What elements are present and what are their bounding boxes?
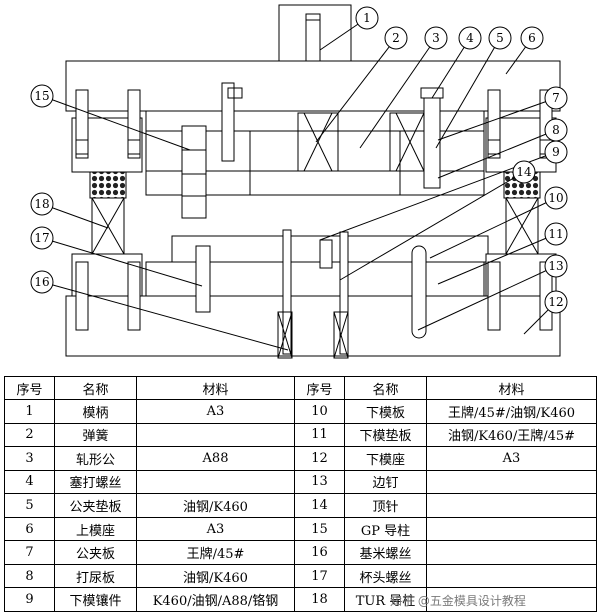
table-cell: 13 bbox=[294, 469, 345, 495]
table-cell: 17 bbox=[294, 563, 345, 589]
table-cell: A3 bbox=[136, 399, 295, 424]
table-cell bbox=[426, 563, 597, 589]
table-cell: 12 bbox=[294, 446, 345, 471]
table-cell: 杯头螺丝 bbox=[344, 563, 427, 589]
table-cell: 油钢/K460 bbox=[136, 563, 295, 589]
table-cell: 上模座 bbox=[54, 516, 137, 542]
callout-9: 9 bbox=[552, 145, 560, 159]
table-cell: 油钢/K460/王牌/45# bbox=[426, 422, 597, 448]
table-cell bbox=[426, 469, 597, 495]
stripper-bolt bbox=[423, 87, 441, 189]
callout-5: 5 bbox=[496, 31, 504, 45]
table-cell: 16 bbox=[294, 540, 345, 565]
table-cell: 1 bbox=[4, 399, 55, 424]
callout-15: 15 bbox=[34, 89, 49, 103]
table-cell bbox=[426, 540, 597, 565]
spring-area bbox=[297, 112, 339, 172]
table-cell: 打尿板 bbox=[54, 563, 137, 589]
table-cell: 公夹垫板 bbox=[54, 493, 137, 518]
callout-17: 17 bbox=[34, 231, 49, 245]
table-cell: 公夹板 bbox=[54, 540, 137, 565]
table-cell: A3 bbox=[136, 516, 295, 542]
callout-16: 16 bbox=[34, 275, 49, 289]
callout-13: 13 bbox=[548, 259, 563, 273]
callout-2: 2 bbox=[392, 31, 400, 45]
ejector-pin bbox=[282, 229, 292, 355]
table-cell: K460/油钢/A88/铬钢 bbox=[136, 587, 295, 612]
table-cell: 轧形公 bbox=[54, 446, 137, 471]
table-cell bbox=[136, 422, 295, 448]
table-cell: 王牌/45#/油钢/K460 bbox=[426, 399, 597, 424]
side-pin bbox=[411, 245, 427, 339]
table-cell: 3 bbox=[4, 446, 55, 471]
callout-6: 6 bbox=[528, 31, 536, 45]
watermark-text: 知乎 @五金模具设计教程 bbox=[390, 594, 526, 608]
table-cell: 模柄 bbox=[54, 399, 137, 424]
table-cell: 5 bbox=[4, 493, 55, 518]
callout-12: 12 bbox=[548, 295, 563, 309]
table-cell: 10 bbox=[294, 399, 345, 424]
lower-die-shoe bbox=[65, 295, 561, 357]
header-cell: 材料 bbox=[136, 376, 295, 400]
table-cell bbox=[426, 587, 597, 612]
table-cell bbox=[426, 516, 597, 542]
table-cell bbox=[426, 493, 597, 518]
table-cell: 15 bbox=[294, 516, 345, 542]
callout-1: 1 bbox=[363, 11, 371, 25]
table-header-row: 序号 名称 材料 序号 名称 材料 bbox=[4, 376, 597, 400]
table-cell: 边钉 bbox=[344, 469, 427, 495]
table-cell: TUR 导柱 bbox=[344, 587, 427, 612]
table-cell: 11 bbox=[294, 422, 345, 448]
table-cell bbox=[136, 469, 295, 495]
table-cell: 顶针 bbox=[344, 493, 427, 518]
table-cell: 弹簧 bbox=[54, 422, 137, 448]
table-cell: 7 bbox=[4, 540, 55, 565]
callout-3: 3 bbox=[432, 31, 440, 45]
table-cell: 下模镶件 bbox=[54, 587, 137, 612]
callout-8: 8 bbox=[552, 123, 560, 137]
table-cell: A3 bbox=[426, 446, 597, 471]
gp-guide-post bbox=[181, 125, 207, 219]
table-cell: GP 导柱 bbox=[344, 516, 427, 542]
table-cell: 2 bbox=[4, 422, 55, 448]
table-cell: 14 bbox=[294, 493, 345, 518]
callout-7: 7 bbox=[552, 91, 560, 105]
tur-guide-bush-left bbox=[89, 171, 127, 199]
table-cell: 4 bbox=[4, 469, 55, 495]
table-cell: 下模座 bbox=[344, 446, 427, 471]
callout-4: 4 bbox=[466, 31, 474, 45]
table-cell: 18 bbox=[294, 587, 345, 612]
table-cell: 6 bbox=[4, 516, 55, 542]
table-cell: 下模垫板 bbox=[344, 422, 427, 448]
header-cell: 名称 bbox=[344, 376, 427, 400]
cap-screw bbox=[195, 245, 211, 313]
table-cell: A88 bbox=[136, 446, 295, 471]
table-cell: 基米螺丝 bbox=[344, 540, 427, 565]
header-cell: 名称 bbox=[54, 376, 137, 400]
callout-18: 18 bbox=[34, 197, 49, 211]
header-cell: 材料 bbox=[426, 376, 597, 400]
table-cell: 8 bbox=[4, 563, 55, 589]
table-cell: 油钢/K460 bbox=[136, 493, 295, 518]
header-cell: 序号 bbox=[294, 376, 345, 400]
table-cell: 下模板 bbox=[344, 399, 427, 424]
header-cell: 序号 bbox=[4, 376, 55, 400]
mold-assembly-drawing: 1 2 3 4 5 6 7 8 9 10 11 12 13 14 15 16 1… bbox=[30, 4, 568, 359]
table-cell: 9 bbox=[4, 587, 55, 612]
table-cell: 王牌/45# bbox=[136, 540, 295, 565]
callout-10: 10 bbox=[548, 191, 563, 205]
table-cell: 塞打螺丝 bbox=[54, 469, 137, 495]
callout-14: 14 bbox=[516, 165, 532, 179]
callout-11: 11 bbox=[548, 227, 563, 241]
